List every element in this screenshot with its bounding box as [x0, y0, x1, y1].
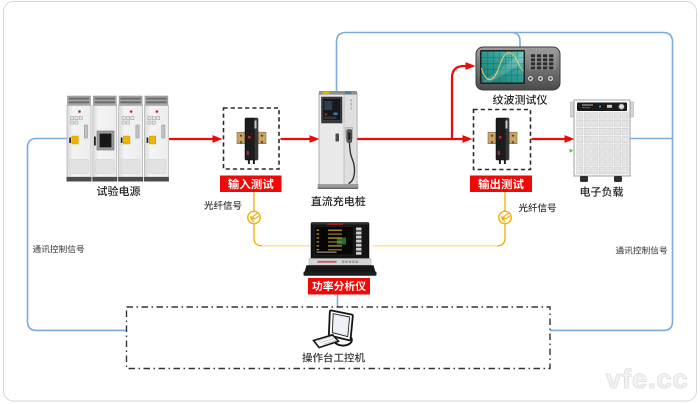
svg-text:vfe.cc: vfe.cc [606, 364, 689, 394]
